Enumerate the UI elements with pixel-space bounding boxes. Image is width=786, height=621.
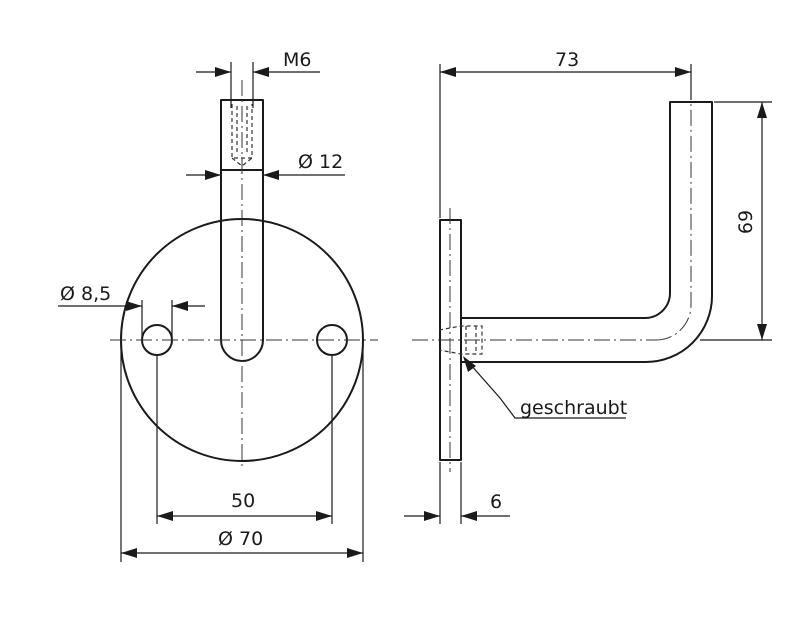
- support-rod: [220, 99, 264, 362]
- hole-diameter-label: Ø 8,5: [60, 283, 111, 305]
- screw-leader-line: [469, 363, 626, 419]
- thread-size-label: M6: [283, 49, 311, 71]
- hole-spacing-label: 50: [231, 490, 255, 512]
- rod-diameter-label: Ø 12: [298, 151, 343, 173]
- front-view: M6 Ø 12 Ø 8,5 50 Ø 70: [58, 49, 378, 562]
- plate-diameter-label: Ø 70: [218, 528, 263, 550]
- arm-width-label: 73: [555, 49, 579, 71]
- arm-height-label: 69: [735, 210, 757, 234]
- plate-thickness-label: 6: [490, 491, 502, 513]
- side-view: 73 69 6 geschraubt: [404, 49, 772, 524]
- screwed-note-label: geschraubt: [520, 397, 627, 419]
- bent-arm: [460, 101, 713, 363]
